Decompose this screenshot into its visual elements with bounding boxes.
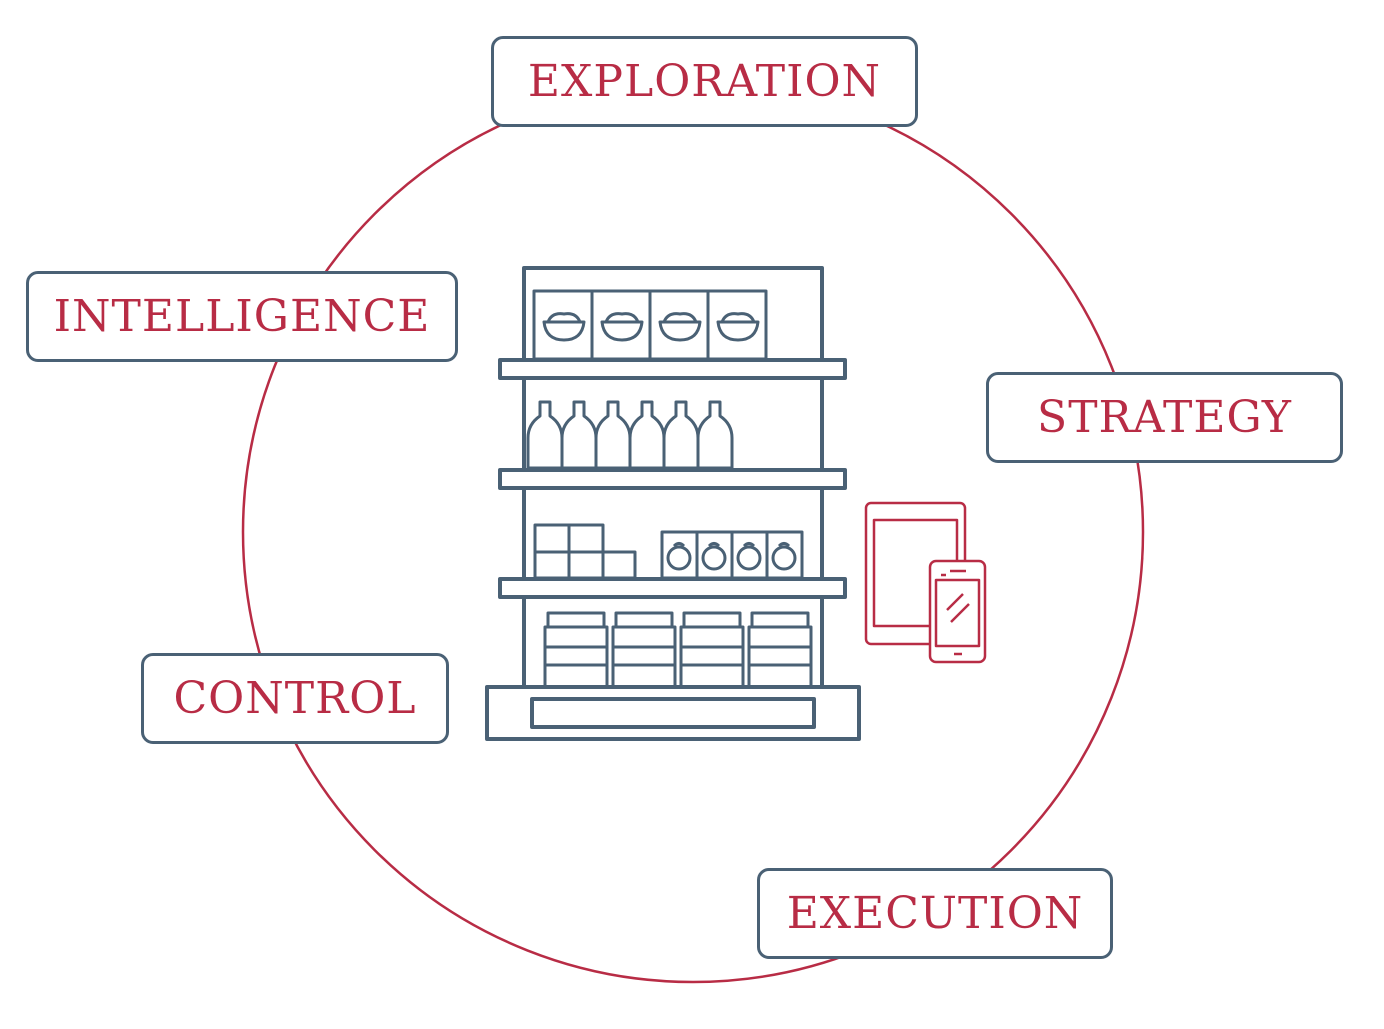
stage-strategy: STRATEGY bbox=[986, 372, 1343, 463]
stage-exploration: EXPLORATION bbox=[491, 36, 918, 127]
stage-label: EXPLORATION bbox=[527, 55, 882, 107]
stage-execution: EXECUTION bbox=[757, 868, 1113, 959]
stage-label: STRATEGY bbox=[1037, 391, 1292, 443]
tablet-phone-icon bbox=[864, 501, 987, 664]
stage-label: EXECUTION bbox=[786, 887, 1084, 939]
stage-label: INTELLIGENCE bbox=[53, 290, 431, 342]
stage-control: CONTROL bbox=[141, 653, 449, 744]
stage-intelligence: INTELLIGENCE bbox=[26, 271, 458, 362]
store-shelf-icon bbox=[485, 266, 861, 741]
stage-label: CONTROL bbox=[173, 672, 417, 724]
